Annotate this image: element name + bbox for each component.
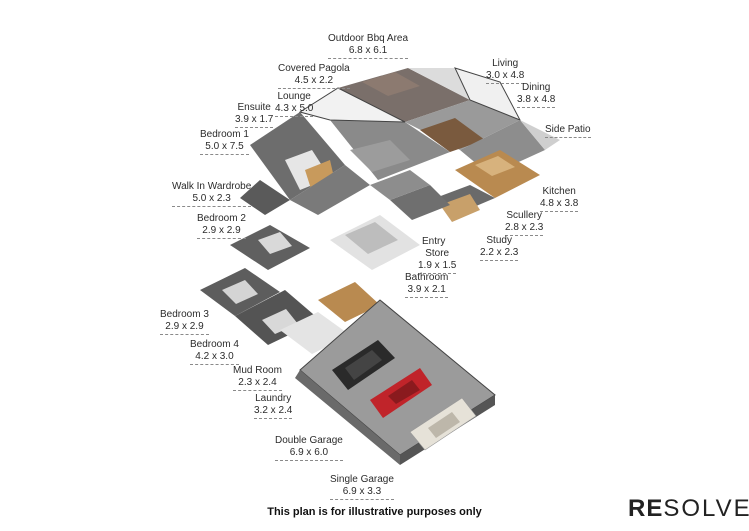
brand-logo: RESOLVE (628, 495, 749, 523)
outdoor-bbq-area (338, 68, 470, 122)
bedroom-1-area (240, 112, 370, 215)
lounge-area (298, 87, 450, 180)
bedroom-3-area (200, 268, 280, 316)
kitchen-area (430, 150, 540, 222)
logo-solve: SOLVE (663, 495, 749, 522)
car-red (370, 368, 432, 418)
bathroom-entry-area (330, 170, 450, 270)
garage-area (295, 299, 496, 465)
car-white (409, 397, 477, 451)
logo-re: RE (628, 495, 664, 522)
room-label-side-patio: Side Patio (545, 124, 591, 138)
room-label-entry: Entry (422, 236, 446, 247)
disclaimer-text: This plan is for illustrative purposes o… (267, 506, 482, 518)
bedroom-2-area (230, 225, 310, 270)
car-black (332, 340, 395, 390)
